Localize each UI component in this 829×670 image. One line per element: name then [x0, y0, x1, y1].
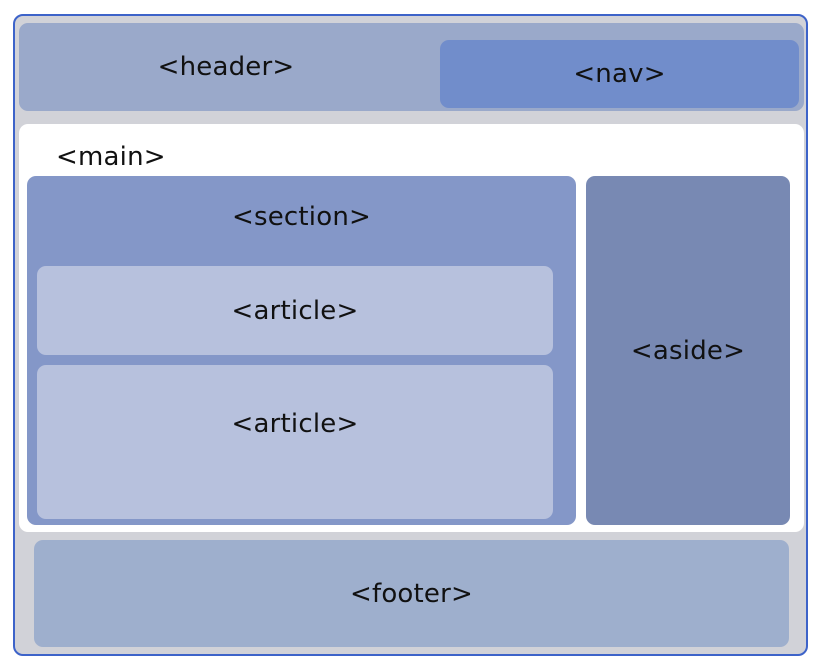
footer-label: <footer> — [349, 578, 474, 609]
article-region-2: <article> — [37, 365, 553, 519]
nav-label: <nav> — [573, 59, 666, 89]
nav-region: <nav> — [440, 40, 799, 108]
article-label-2: <article> — [231, 409, 359, 439]
footer-region: <footer> — [34, 540, 789, 647]
aside-label: <aside> — [630, 335, 746, 366]
main-region: <main> <section> <article> <article> <as… — [19, 124, 804, 532]
section-label: <section> — [231, 202, 371, 232]
article-region-1: <article> — [37, 266, 553, 355]
page-layout-frame: <header> <nav> <main> <section> <article… — [13, 14, 808, 656]
main-label: <main> — [56, 142, 166, 172]
section-region: <section> <article> <article> — [27, 176, 576, 525]
article-label-1: <article> — [231, 295, 359, 326]
header-region: <header> <nav> — [19, 23, 804, 111]
aside-region: <aside> — [586, 176, 790, 525]
header-label: <header> — [157, 52, 295, 82]
